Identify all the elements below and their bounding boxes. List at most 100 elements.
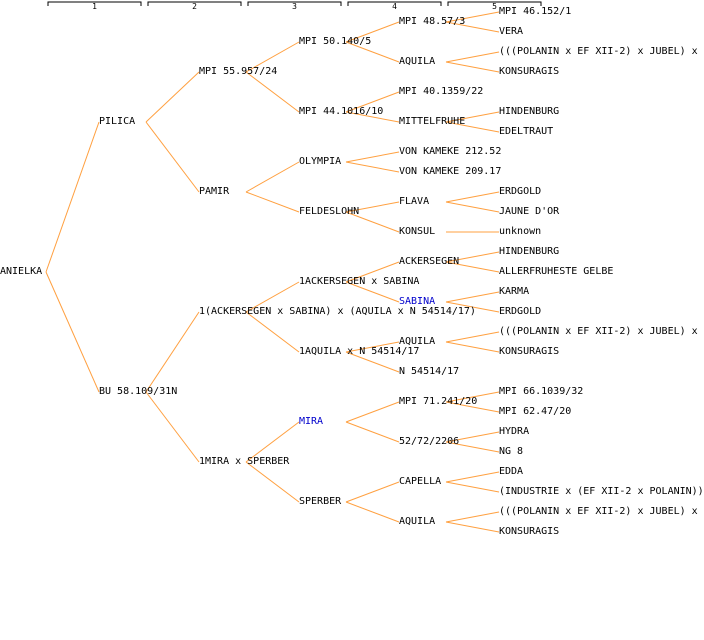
- ancestor-node[interactable]: FELDESLOHN: [299, 206, 360, 217]
- ancestor-node[interactable]: MPI 40.1359/22: [399, 86, 484, 97]
- ancestor-node[interactable]: ACKERSEGEN: [399, 256, 460, 267]
- ancestor-node[interactable]: VON KAMEKE 209.17: [399, 166, 502, 177]
- generation-bracket: [447, 1, 542, 6]
- ancestor-node[interactable]: EDDA: [499, 466, 524, 477]
- ancestor-node[interactable]: VERA: [499, 26, 524, 37]
- ancestor-node[interactable]: ERDGOLD: [499, 306, 542, 317]
- ancestor-node[interactable]: (((POLANIN x EF XII-2) x JUBEL) x: [499, 506, 698, 517]
- ancestor-node[interactable]: NG 8: [499, 446, 524, 457]
- ancestor-node[interactable]: unknown: [499, 226, 542, 237]
- tree-edge: [345, 211, 400, 233]
- tree-edge: [445, 341, 500, 353]
- tree-edge: [445, 471, 500, 483]
- tree-edge: [245, 41, 300, 73]
- ancestor-node[interactable]: SABINA: [399, 296, 436, 307]
- ancestor-node[interactable]: MPI 46.152/1: [499, 6, 572, 17]
- tree-edge: [345, 481, 400, 503]
- tree-edge: [445, 251, 500, 263]
- ancestor-node[interactable]: AQUILA: [399, 56, 436, 67]
- proband-node[interactable]: ANIELKA: [0, 266, 43, 277]
- tree-edge: [345, 111, 400, 123]
- ancestor-node[interactable]: 1ACKERSEGEN x SABINA: [299, 276, 420, 287]
- tree-edge: [245, 161, 300, 193]
- ancestor-node[interactable]: OLYMPIA: [299, 156, 342, 167]
- ancestor-node[interactable]: 1AQUILA x N 54514/17: [299, 346, 420, 357]
- ancestor-node[interactable]: MPI 44.1016/10: [299, 106, 384, 117]
- tree-edge: [445, 11, 500, 23]
- ancestor-node[interactable]: PAMIR: [199, 186, 230, 197]
- ancestor-node[interactable]: KONSURAGIS: [499, 66, 560, 77]
- tree-edge: [445, 391, 500, 403]
- generation-label: 1: [92, 2, 97, 11]
- ancestor-node[interactable]: HYDRA: [499, 426, 530, 437]
- generation-bracket: [147, 1, 242, 6]
- ancestor-node[interactable]: PILICA: [99, 116, 136, 127]
- generation-label: 5: [492, 2, 497, 11]
- ancestor-node[interactable]: KONSURAGIS: [499, 526, 560, 537]
- ancestor-node[interactable]: FLAVA: [399, 196, 430, 207]
- tree-edge: [345, 421, 400, 443]
- ancestor-node[interactable]: KONSURAGIS: [499, 346, 560, 357]
- tree-edge: [445, 481, 500, 493]
- tree-edge: [245, 461, 300, 503]
- tree-edge: [345, 351, 400, 373]
- tree-edge: [345, 41, 400, 63]
- tree-edge: [345, 201, 400, 213]
- ancestor-node[interactable]: VON KAMEKE 212.52: [399, 146, 502, 157]
- generation-bracket: [347, 1, 442, 6]
- tree-edge: [145, 121, 200, 193]
- tree-edge: [445, 201, 500, 213]
- ancestor-node[interactable]: 52/72/2206: [399, 436, 460, 447]
- ancestor-node[interactable]: BU 58.109/31N: [99, 386, 178, 397]
- tree-edge: [45, 121, 100, 273]
- tree-edge: [445, 331, 500, 343]
- tree-edge: [345, 501, 400, 523]
- tree-edge: [145, 311, 200, 393]
- ancestor-node[interactable]: AQUILA: [399, 516, 436, 527]
- generation-label: 4: [392, 2, 397, 11]
- ancestor-node[interactable]: HINDENBURG: [499, 246, 560, 257]
- tree-edge: [345, 151, 400, 163]
- tree-edge: [345, 341, 400, 353]
- tree-edge: [445, 511, 500, 523]
- ancestor-node[interactable]: (INDUSTRIE x (EF XII-2 x POLANIN)): [499, 486, 704, 497]
- tree-edge: [245, 71, 300, 113]
- tree-edge: [245, 311, 300, 353]
- tree-edge: [445, 521, 500, 533]
- tree-edge: [445, 61, 500, 73]
- ancestor-node[interactable]: CAPELLA: [399, 476, 442, 487]
- ancestor-node[interactable]: MPI 55.957/24: [199, 66, 278, 77]
- ancestor-node[interactable]: EDELTRAUT: [499, 126, 554, 137]
- tree-edge: [445, 401, 500, 413]
- ancestor-node[interactable]: HINDENBURG: [499, 106, 560, 117]
- generation-label: 3: [292, 2, 297, 11]
- ancestor-node[interactable]: MPI 50.140/5: [299, 36, 372, 47]
- ancestor-node[interactable]: 1(ACKERSEGEN x SABINA) x (AQUILA x N 545…: [199, 306, 476, 317]
- tree-edge: [445, 441, 500, 453]
- ancestor-node[interactable]: MPI 71.241/20: [399, 396, 478, 407]
- ancestor-node[interactable]: MIRA: [299, 416, 324, 427]
- ancestor-node[interactable]: MPI 62.47/20: [499, 406, 572, 417]
- ancestor-node[interactable]: KONSUL: [399, 226, 436, 237]
- ancestor-node[interactable]: KARMA: [499, 286, 530, 297]
- ancestor-node[interactable]: N 54514/17: [399, 366, 460, 377]
- ancestor-node[interactable]: ERDGOLD: [499, 186, 542, 197]
- ancestor-node[interactable]: 1MIRA x SPERBER: [199, 456, 290, 467]
- tree-edge: [445, 111, 500, 123]
- tree-edge: [345, 261, 400, 283]
- tree-edge: [245, 191, 300, 213]
- ancestor-node[interactable]: ALLERFRUHESTE GELBE: [499, 266, 614, 277]
- tree-edge: [445, 301, 500, 313]
- ancestor-node[interactable]: MITTELFRUHE: [399, 116, 466, 127]
- tree-edge: [445, 21, 500, 33]
- ancestor-node[interactable]: MPI 48.57/3: [399, 16, 466, 27]
- ancestor-node[interactable]: AQUILA: [399, 336, 436, 347]
- ancestor-node[interactable]: MPI 66.1039/32: [499, 386, 584, 397]
- ancestor-node[interactable]: JAUNE D'OR: [499, 206, 560, 217]
- ancestor-node[interactable]: (((POLANIN x EF XII-2) x JUBEL) x: [499, 46, 698, 57]
- ancestor-node[interactable]: SPERBER: [299, 496, 342, 507]
- generation-label: 2: [192, 2, 197, 11]
- tree-edge: [145, 391, 200, 463]
- ancestor-node[interactable]: (((POLANIN x EF XII-2) x JUBEL) x: [499, 326, 698, 337]
